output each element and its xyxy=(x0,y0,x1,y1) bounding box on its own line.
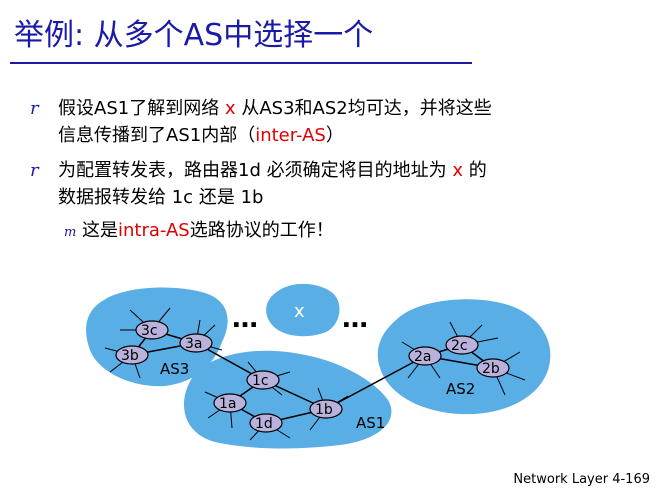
network-x: x xyxy=(224,98,236,119)
router-1c: 1c xyxy=(246,370,280,390)
router-2b: 2b xyxy=(476,358,510,378)
ellipsis-left: … xyxy=(232,304,258,334)
router-3c: 3c xyxy=(135,320,169,340)
router-label-2b: 2b xyxy=(482,361,500,377)
text: 内部（ xyxy=(201,125,256,146)
router-label-1d: 1d xyxy=(255,416,273,432)
router-1d: 1d xyxy=(249,413,283,433)
as3-label: AS3 xyxy=(160,360,189,378)
network-x-cloud xyxy=(266,283,340,337)
router-label-1b: 1b xyxy=(315,402,333,418)
router-3a: 3a xyxy=(179,333,213,353)
text: 为配置转发表，路由器 xyxy=(58,160,238,181)
text: 假设 xyxy=(58,98,94,119)
text: 数据报转发给 xyxy=(58,187,166,208)
slide-title: 举例: 从多个AS中选择一个 xyxy=(14,18,374,53)
bullet-1-line-1: 假设AS1了解到网络 x 从AS3和AS2均可达，并将这些 xyxy=(58,97,492,121)
as2-label: AS2 xyxy=(446,380,475,398)
router-label-2a: 2a xyxy=(414,349,432,365)
router-1a: 1a xyxy=(213,393,247,413)
router-label-1a: 1a xyxy=(219,396,237,412)
sub-bullet-marker: m xyxy=(64,225,77,240)
text: 的 xyxy=(468,160,487,181)
router-3b: 3b xyxy=(115,345,149,365)
router-label-3a: 3a xyxy=(185,336,203,352)
text: 必须确定将目的地址为 xyxy=(266,160,447,181)
slide-footer: Network Layer 4-169 xyxy=(513,472,650,487)
title-underline xyxy=(10,62,472,64)
text: 信息传播到了 xyxy=(58,125,166,146)
text: 这是 xyxy=(82,220,118,241)
text: 均可达，并将这些 xyxy=(347,98,492,119)
text: 1b xyxy=(240,187,264,208)
as1-label: AS1 xyxy=(356,414,385,432)
text: 还是 xyxy=(198,187,235,208)
router-1b: 1b xyxy=(309,399,343,419)
as1-cloud xyxy=(183,350,392,449)
as2-cloud xyxy=(377,299,551,415)
ellipsis-right: … xyxy=(342,304,368,334)
router-label-3b: 3b xyxy=(121,348,139,364)
text: 选路协议的工作！ xyxy=(189,220,334,241)
sub-bullet-line: 这是intra-AS选路协议的工作！ xyxy=(82,219,334,243)
bullet-2-line-1: 为配置转发表，路由器1d 必须确定将目的地址为 x 的 xyxy=(58,159,487,183)
router-label-2c: 2c xyxy=(451,338,468,354)
text: ） xyxy=(325,125,344,146)
router-2a: 2a xyxy=(408,346,442,366)
text: 了解到网络 xyxy=(129,98,220,119)
intra-as-term: intra-AS xyxy=(118,220,190,241)
text: AS2 xyxy=(312,98,348,119)
text: AS1 xyxy=(94,98,130,119)
text: 1c xyxy=(171,187,194,208)
bullet-marker-1: r xyxy=(30,98,39,119)
text: 从 xyxy=(241,98,260,119)
bullet-marker-2: r xyxy=(30,160,39,181)
bullet-1-line-2: 信息传播到了AS1内部（inter-AS） xyxy=(58,124,344,148)
router-2c: 2c xyxy=(445,335,479,355)
network-x: x xyxy=(452,160,464,181)
text: AS3 xyxy=(259,98,295,119)
text: AS1 xyxy=(166,125,202,146)
router-label-3c: 3c xyxy=(141,323,158,339)
bullet-2-line-2: 数据报转发给 1c 还是 1b xyxy=(58,186,263,210)
router-label-1c: 1c xyxy=(252,373,269,389)
text: 1d xyxy=(238,160,261,181)
network-x-label: x xyxy=(294,301,305,322)
text: 和 xyxy=(294,98,313,119)
inter-as-term: inter-AS xyxy=(255,125,326,146)
